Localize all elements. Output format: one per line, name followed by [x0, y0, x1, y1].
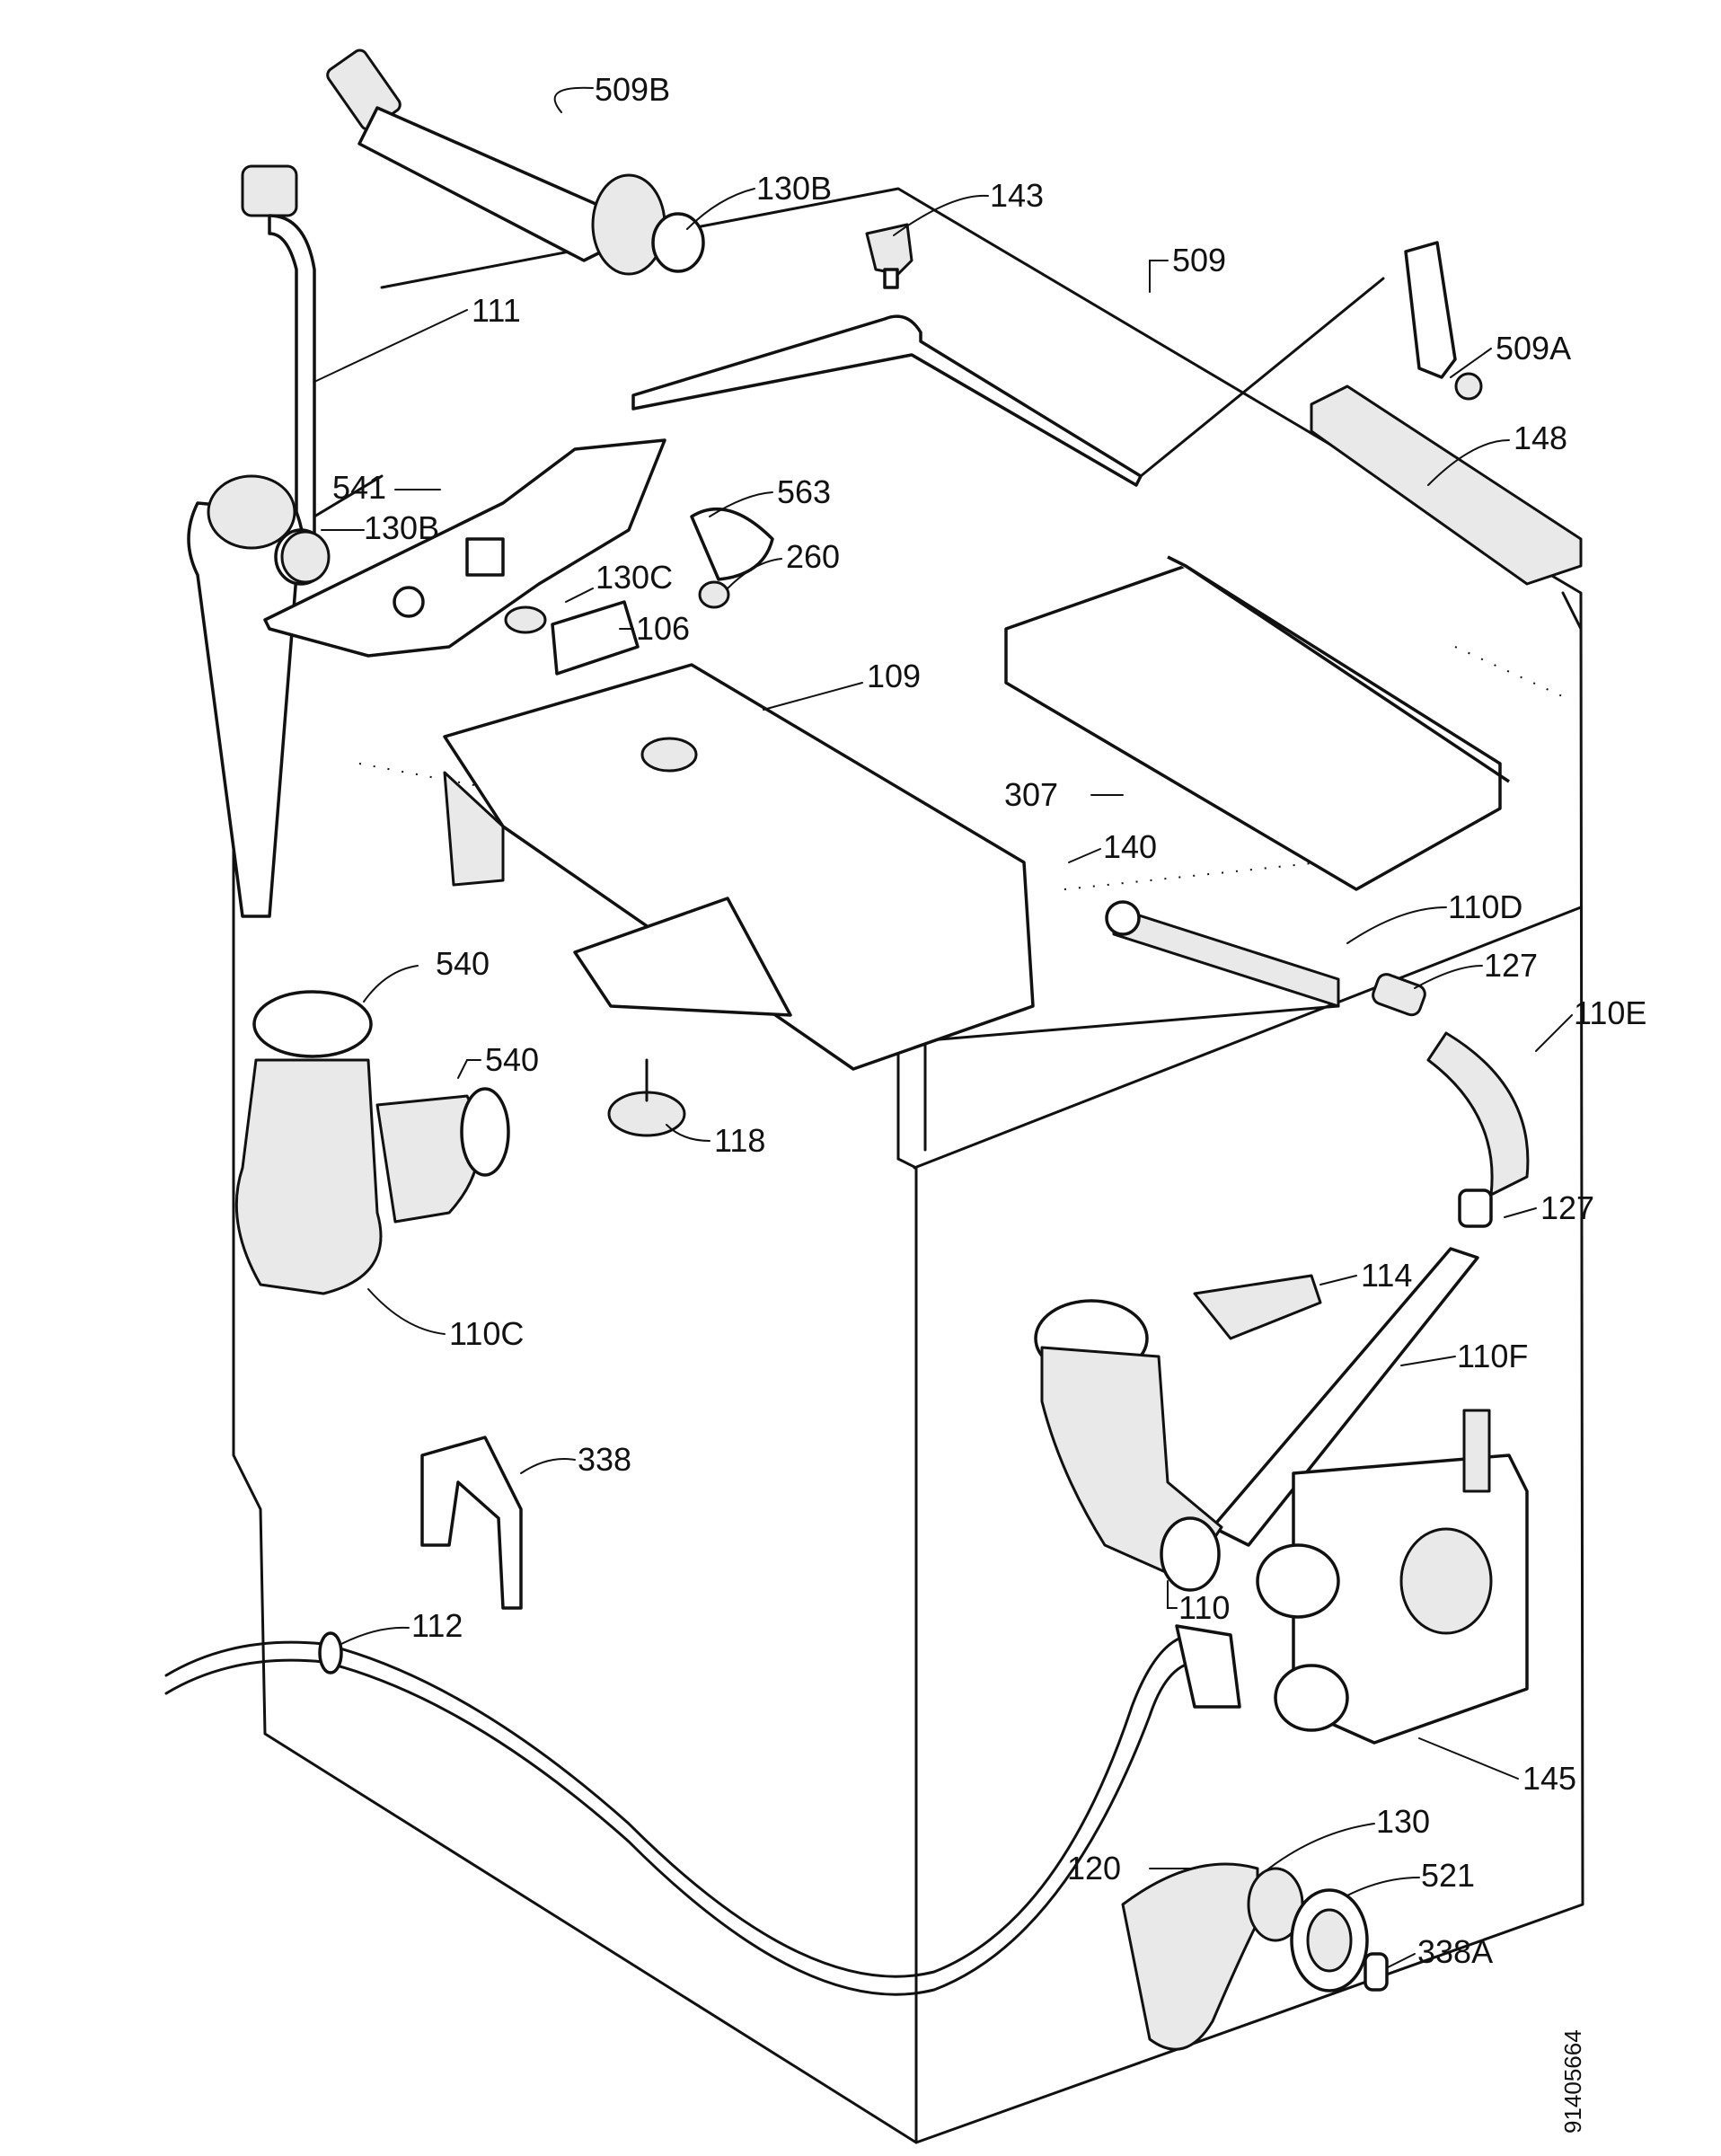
parts-130c-106	[504, 600, 640, 676]
ferrule-127a	[1372, 973, 1426, 1017]
pin-338a	[1364, 1952, 1389, 1992]
label-145: 145	[1522, 1760, 1576, 1797]
label-130: 130	[1376, 1803, 1430, 1840]
label-110d: 110D	[1448, 888, 1522, 925]
label-130b-top: 130B	[756, 170, 832, 207]
label-563: 563	[777, 473, 831, 510]
tube-110d	[1105, 900, 1340, 1008]
drain-hose-112	[164, 1624, 1241, 1996]
hose-509b	[326, 49, 705, 276]
label-338a: 338A	[1417, 1933, 1493, 1970]
label-127-upper: 127	[1484, 947, 1538, 984]
label-338: 338	[578, 1441, 631, 1478]
handle-148	[1310, 384, 1583, 586]
hose-110f	[1211, 1247, 1479, 1547]
label-148: 148	[1514, 420, 1567, 456]
lever-509a	[1404, 241, 1483, 401]
pump-145	[1256, 1409, 1529, 1745]
label-509: 509	[1172, 242, 1226, 278]
spring-260	[698, 580, 730, 609]
trap-110c	[234, 990, 510, 1295]
hose-110e	[1426, 1031, 1530, 1197]
bracket-541	[263, 438, 666, 658]
label-509b: 509B	[595, 71, 670, 108]
knob-143	[865, 223, 913, 289]
label-307: 307	[1004, 776, 1058, 813]
label-541: 541	[332, 469, 386, 506]
label-127-lower: 127	[1540, 1189, 1594, 1226]
label-130b: 130B	[364, 509, 439, 546]
lever-509	[631, 277, 1385, 487]
label-118: 118	[714, 1122, 765, 1159]
label-110: 110	[1178, 1589, 1230, 1626]
hook-338	[420, 1436, 523, 1610]
leader-lines	[313, 86, 1573, 1968]
filter-120	[1121, 1862, 1259, 2051]
elbow-110	[1034, 1299, 1223, 1592]
drawing-code: 91405664	[1559, 2029, 1586, 2134]
label-143: 143	[990, 177, 1044, 214]
label-130c: 130C	[596, 559, 673, 596]
clip-114	[1193, 1274, 1322, 1340]
label-114: 114	[1361, 1257, 1412, 1294]
label-109: 109	[867, 658, 921, 694]
ring-130b	[280, 530, 331, 584]
label-110e: 110E	[1574, 994, 1646, 1031]
ferrule-127b	[1458, 1188, 1493, 1228]
label-540-lower: 540	[485, 1041, 539, 1078]
label-509a: 509A	[1496, 330, 1571, 367]
label-110c: 110C	[449, 1315, 524, 1352]
part-labels: 509B 130B 143 509 111 509A 148 541 130B …	[332, 71, 1646, 1970]
label-106: 106	[636, 610, 690, 647]
label-521: 521	[1421, 1857, 1475, 1894]
label-540-upper: 540	[436, 945, 490, 982]
label-110f: 110F	[1457, 1338, 1528, 1374]
label-120: 120	[1067, 1850, 1121, 1886]
cam-563	[690, 507, 774, 581]
gear-118	[607, 1058, 686, 1137]
dispenser-109	[443, 663, 1035, 1071]
label-140: 140	[1103, 828, 1157, 865]
cap-521	[1290, 1888, 1369, 1993]
label-111: 111	[472, 292, 521, 329]
label-112: 112	[411, 1607, 463, 1644]
label-260: 260	[786, 538, 840, 575]
drawer-307	[1004, 555, 1510, 891]
